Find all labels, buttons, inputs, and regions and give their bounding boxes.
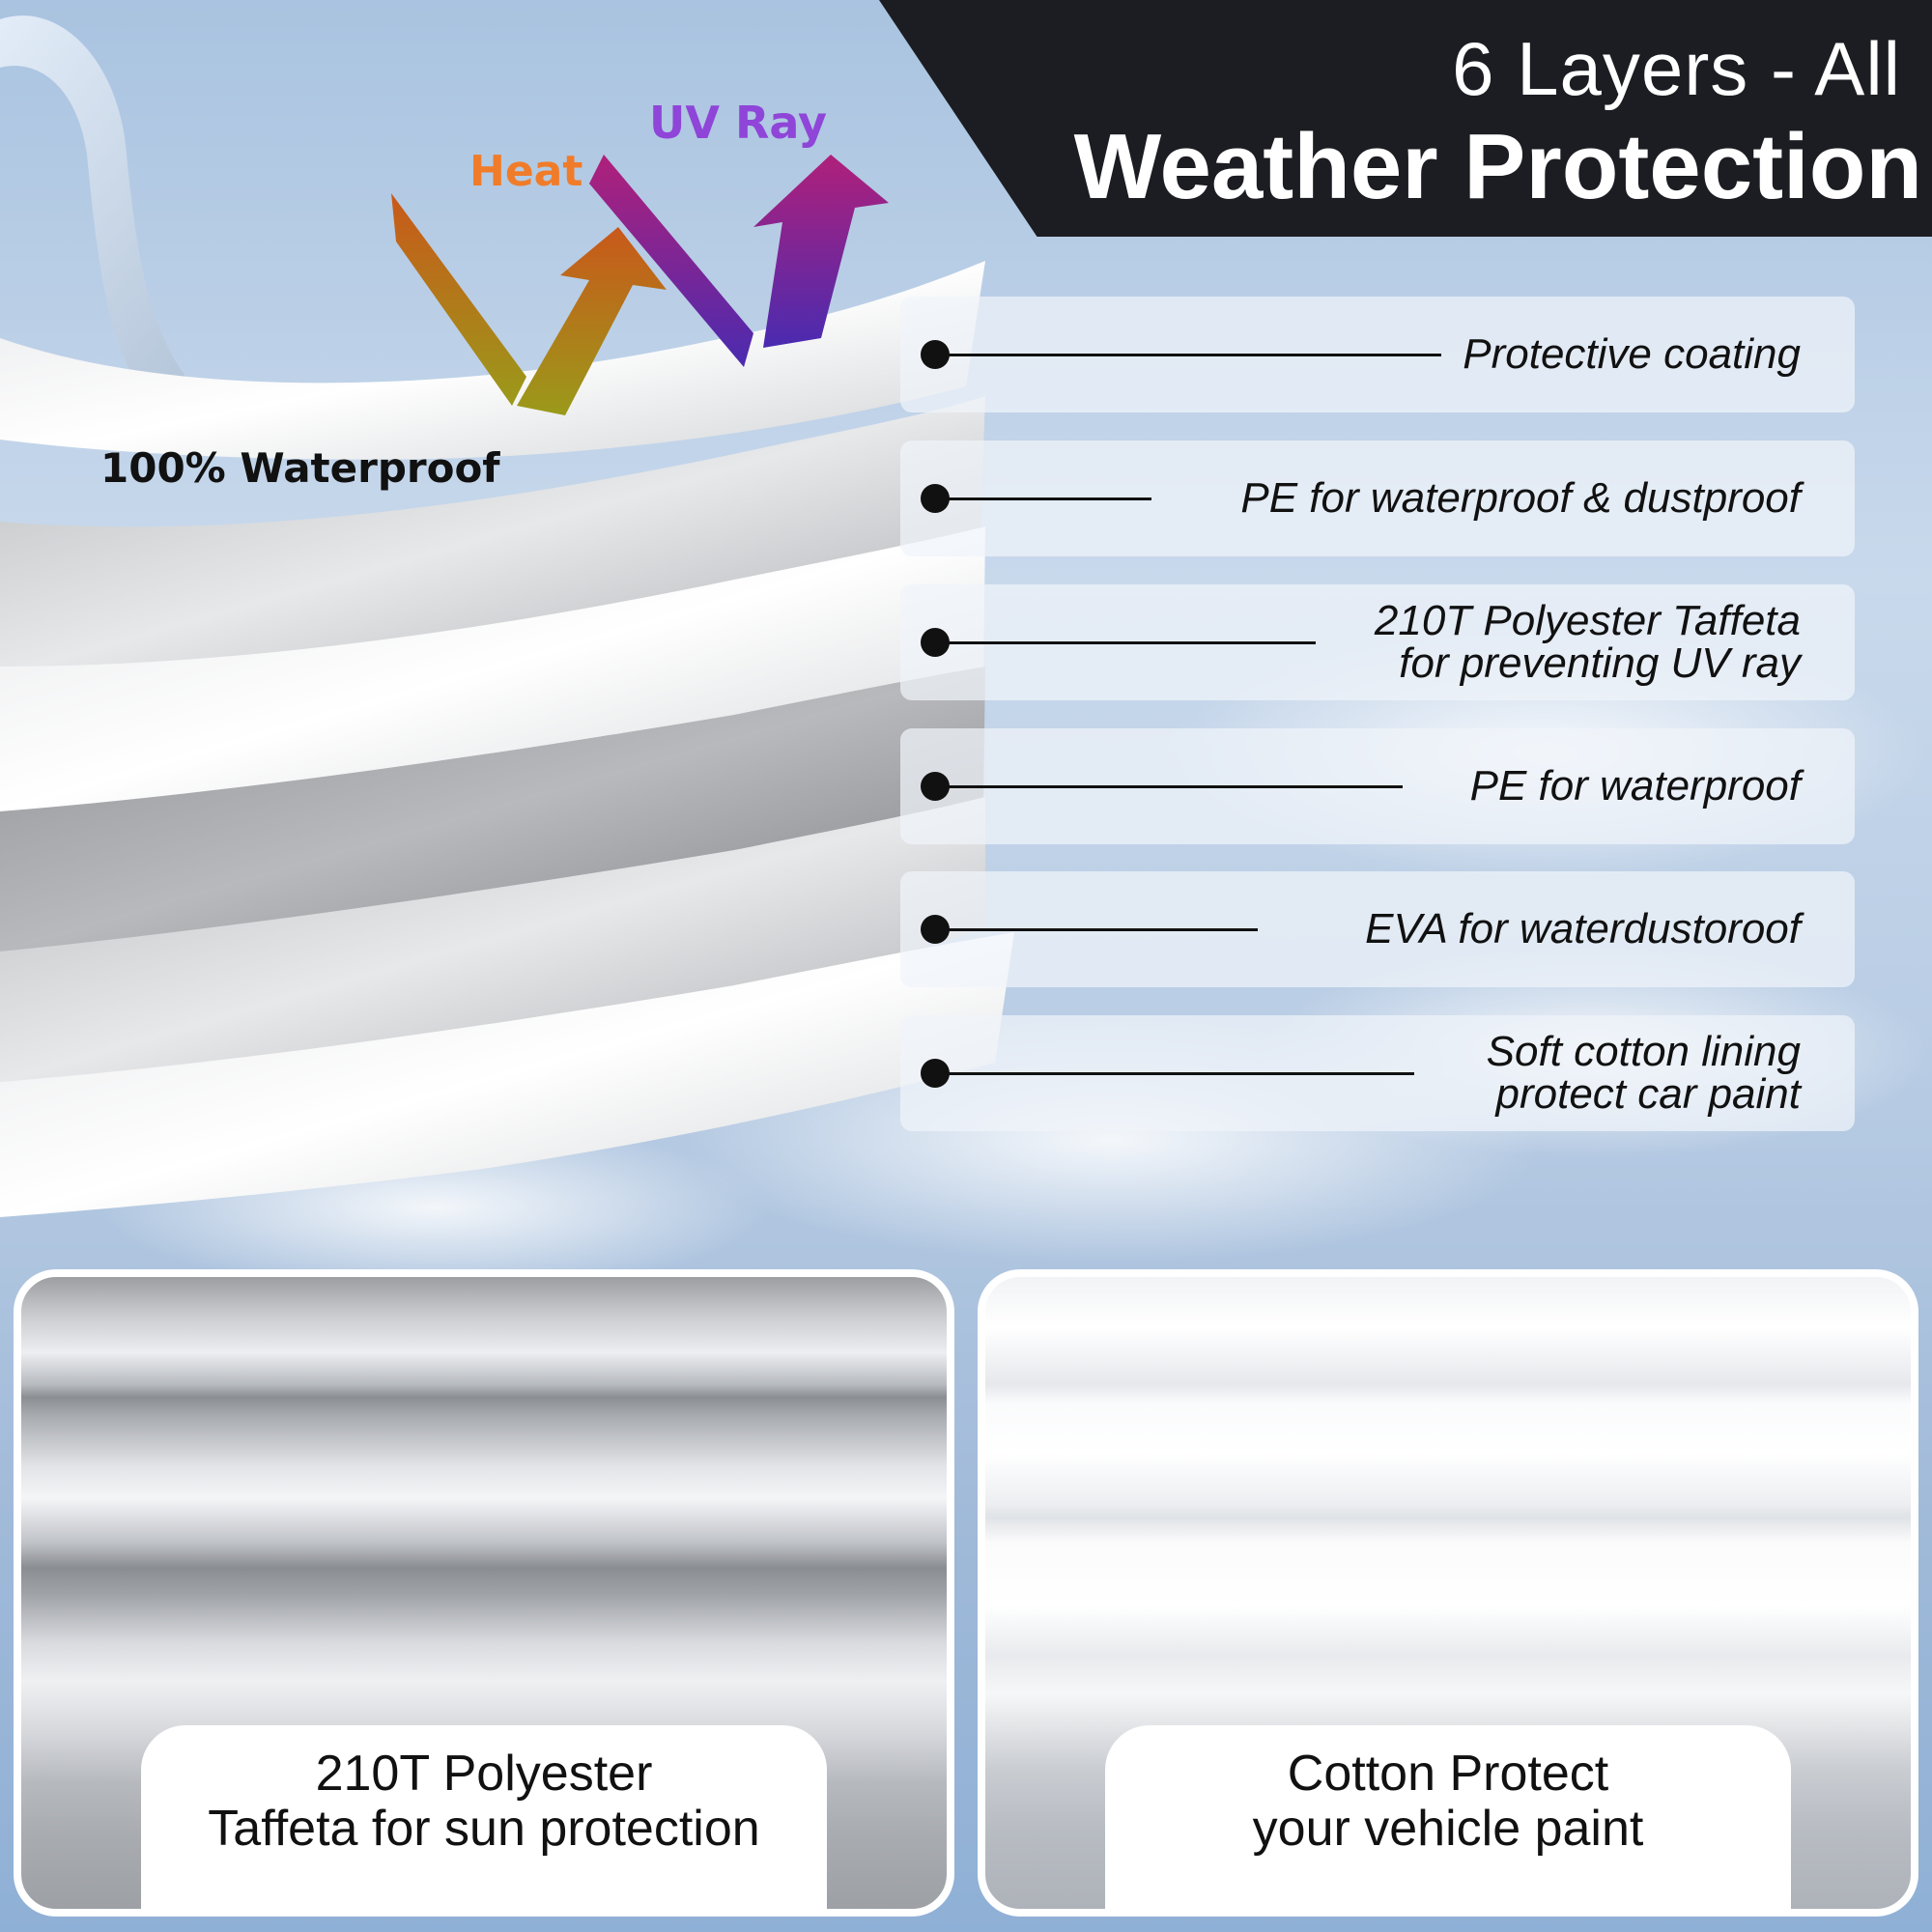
fabric-layers-illustration [0,15,1014,1217]
layer-callout-text: EVA for waterdustoroof [1365,905,1801,952]
layer-cotton-lining [0,932,1014,1217]
layer-callout-text: PE for waterproof [1469,762,1801,810]
layer-callout-text: PE for waterproof & dustproof [1240,474,1801,522]
layer-protective-coating [0,261,985,460]
layer-callout-text: Protective coating [1463,330,1801,378]
leader-line [939,1072,1414,1075]
page-title-line1: 6 Layers - All [1452,26,1901,111]
waterproof-label: 100% Waterproof [100,444,500,492]
title-banner [879,0,1932,237]
layer-polyester-taffeta [0,526,985,811]
layer-eva [0,797,985,1082]
heat-arrow-icon [391,193,526,406]
water-stream-icon [0,15,348,431]
layer-callout-1: Protective coating [900,297,1855,412]
heat-arrow-up-icon [517,227,667,415]
leader-line [939,785,1403,788]
uv-arrow-icon [589,155,753,367]
leader-line [939,641,1316,644]
layer-callout-2: PE for waterproof & dustproof [900,440,1855,556]
layer-pe-waterproof [0,667,985,952]
uv-arrow-up-icon [753,155,889,348]
layer-callout-4: PE for waterproof [900,728,1855,844]
leader-line [939,497,1151,500]
page-title-line2: Weather Protection [1073,115,1922,218]
leader-line [939,354,1441,356]
layer-pe-dustproof [0,396,985,676]
leader-line [939,928,1258,931]
heat-label: Heat [469,147,583,196]
layer-callout-5: EVA for waterdustoroof [900,871,1855,987]
uv-ray-label: UV Ray [649,97,827,149]
